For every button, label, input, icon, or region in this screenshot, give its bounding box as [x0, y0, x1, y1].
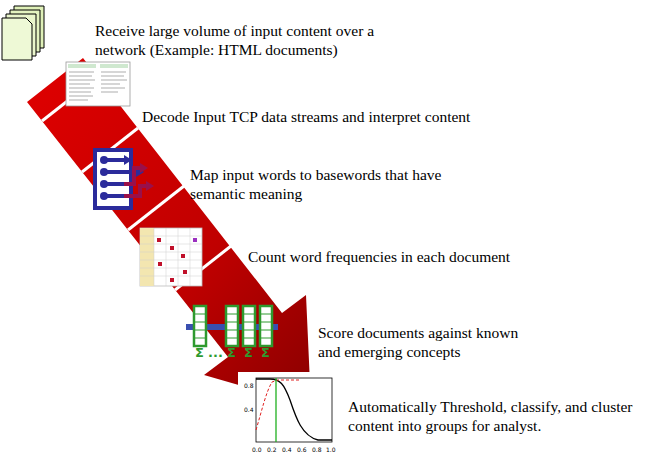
axis-tick: 0.4 [244, 406, 254, 413]
sum-symbol: Σ [227, 345, 236, 361]
step-text: Automatically Threshold, classify, and c… [348, 398, 648, 435]
axis-tick: 0.0 [252, 446, 262, 453]
step-text: Receive large volume of input content ov… [95, 22, 415, 59]
axis-tick: 0.8 [312, 446, 322, 453]
score-array [186, 306, 278, 346]
step-text: Map input words to basewords that have s… [190, 166, 460, 203]
document-stack [2, 6, 44, 60]
axis-tick: 1.0 [326, 446, 336, 453]
axis-tick: 0.8 [244, 382, 254, 389]
step-text: Decode Input TCP data streams and interp… [142, 108, 470, 127]
step-text: Score documents against known and emergi… [318, 324, 533, 361]
sum-symbol: Σ [261, 345, 270, 361]
sum-symbol: ... [208, 345, 223, 361]
mapping-icon [95, 150, 154, 208]
sum-symbol: Σ [195, 345, 204, 361]
axis-tick: 0.2 [267, 446, 277, 453]
step-text: Count word frequencies in each document [248, 248, 510, 267]
axis-tick: 0.4 [282, 446, 292, 453]
threshold-chart [238, 372, 336, 460]
axis-tick: 0.6 [297, 446, 307, 453]
sum-symbol: Σ [244, 345, 253, 361]
page-screenshot [66, 62, 130, 106]
count-table [140, 228, 202, 286]
